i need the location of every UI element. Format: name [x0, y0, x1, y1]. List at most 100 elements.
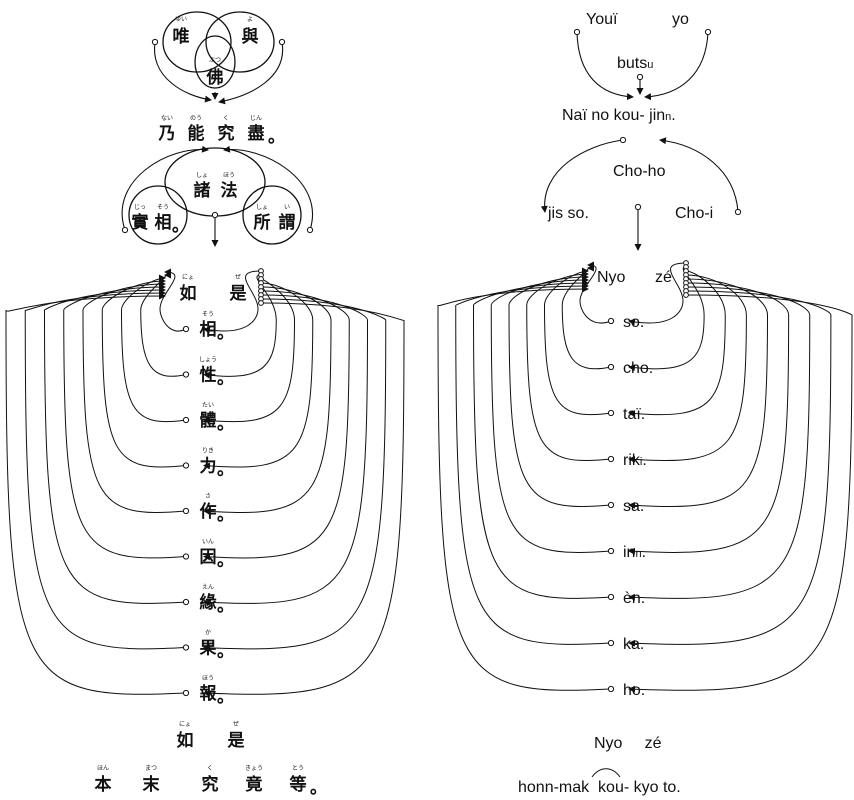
item-label: sa. — [623, 498, 644, 515]
item-label: ho. — [623, 682, 645, 699]
furigana: じっ — [134, 204, 146, 211]
item-row: そう相。 — [200, 311, 235, 343]
item-dot — [182, 371, 190, 378]
item-label: inn. — [623, 544, 646, 561]
kanji-nyo: 如 — [180, 283, 197, 304]
furigana: じん — [250, 115, 262, 122]
kuten: 。 — [217, 505, 234, 525]
item-label: ka. — [623, 636, 644, 653]
ligature-arc — [591, 768, 621, 778]
endpoint-dot — [636, 73, 644, 81]
item-row: riki. — [623, 452, 647, 469]
furigana: い — [284, 204, 290, 211]
kuten: 。 — [217, 323, 234, 343]
kanji-nyo: 如 — [177, 730, 194, 751]
label-choi: Cho-i — [675, 205, 713, 222]
item-kanji: 果 — [200, 639, 217, 659]
endpoint-dot — [121, 226, 129, 234]
kanji-ze: 是 — [230, 284, 247, 304]
left-arc — [120, 274, 187, 423]
kanji-butsu: 佛 — [206, 67, 224, 88]
kanji-jin: 盡 — [248, 123, 265, 144]
kuten: 。 — [217, 687, 234, 707]
label-nai-line: Naï no kou- jinn. — [562, 107, 676, 124]
left-jisso: じっ 實 そう 相 。 — [132, 204, 190, 236]
item-dot — [607, 501, 615, 509]
kanji-yo: 與 — [242, 26, 259, 47]
furigana-yui: ゆい — [175, 16, 187, 23]
furigana: にょ — [182, 274, 194, 281]
item-label: riki. — [623, 452, 647, 469]
furigana: さ — [205, 493, 211, 500]
item-dot — [607, 685, 615, 693]
item-row: taï. — [623, 406, 645, 423]
furigana-yo: よ — [247, 16, 253, 23]
label-nyoze-bottom: Nyo zé — [594, 735, 662, 752]
label-choho: Cho-ho — [613, 163, 666, 180]
item-dot — [182, 689, 190, 697]
item-dot — [182, 416, 190, 424]
item-row: ほう報。 — [200, 675, 235, 707]
item-kanji: 體 — [200, 411, 217, 431]
furigana: ない — [161, 115, 173, 122]
kanji-so: 相 — [155, 212, 172, 233]
furigana: いん — [202, 539, 214, 546]
cluster-dot — [258, 300, 264, 306]
right-arc — [628, 290, 832, 647]
left-arc — [101, 277, 187, 468]
endpoint-dot — [634, 203, 642, 211]
item-kanji: 力 — [200, 456, 217, 477]
kanji-sho2: 所 — [254, 213, 271, 233]
right-item-list: so.cho.taï.riki.sa.inn.èn.ka.ho. — [607, 314, 653, 699]
kuten: 。 — [217, 642, 234, 662]
item-dot — [607, 639, 615, 647]
item-label: taï. — [623, 406, 645, 423]
right-arc — [628, 274, 747, 463]
furigana: ほん — [97, 765, 109, 772]
left-nested-arcs — [5, 268, 405, 697]
left-nyoze: にょ 如 ぜ 是 — [180, 274, 247, 304]
item-row: えん緣。 — [200, 584, 235, 616]
right-arc — [203, 286, 332, 515]
item-kanji: 性 — [200, 365, 217, 386]
right-arc — [203, 282, 314, 470]
label-youi: Youï — [586, 11, 618, 28]
furigana: まつ — [145, 765, 157, 772]
item-kanji: 緣 — [200, 592, 217, 613]
item-row: so. — [623, 314, 644, 331]
furigana: りき — [202, 448, 214, 455]
endpoint-dot — [734, 208, 742, 216]
left-arc — [5, 292, 187, 695]
endpoint-dot — [619, 136, 627, 144]
furigana: ぜ — [233, 721, 239, 728]
furigana: しょ — [256, 204, 268, 211]
item-row: cho. — [623, 360, 653, 377]
furigana: ほう — [202, 675, 214, 682]
kuten: 。 — [217, 369, 234, 389]
item-row: たい體。 — [200, 402, 235, 434]
left-arc — [437, 285, 612, 691]
item-kanji: 作 — [200, 501, 217, 522]
kanji-kyo: 竟 — [246, 774, 263, 795]
kanji-ku: 究 — [218, 123, 235, 144]
left-arc — [159, 268, 187, 332]
left-nai-line: ない 乃 のう 能 く 究 じん 盡 。 — [158, 115, 286, 147]
item-dot — [607, 455, 615, 463]
item-dot — [607, 593, 615, 601]
item-dot — [607, 317, 615, 325]
furigana: ほう — [223, 172, 235, 179]
furigana: く — [223, 115, 229, 122]
item-row: か果。 — [200, 630, 235, 662]
furigana: そう — [202, 311, 214, 318]
kuten: 。 — [217, 596, 234, 616]
left-arc — [82, 280, 187, 514]
furigana: えん — [202, 584, 214, 591]
item-label: cho. — [623, 360, 653, 377]
left-arc — [508, 273, 612, 508]
item-kanji: 因 — [200, 548, 217, 568]
right-arc — [203, 270, 262, 334]
item-row: ho. — [623, 682, 645, 699]
kanji-to: 等 — [290, 774, 307, 795]
